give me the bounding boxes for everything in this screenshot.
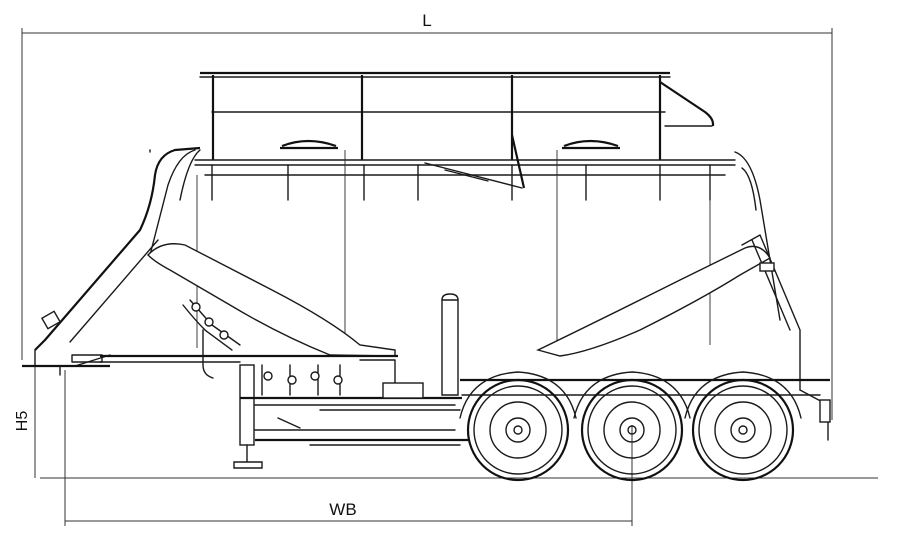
rear-discharge-cone <box>536 245 771 357</box>
handrail-rear-bend <box>659 81 715 126</box>
kingpin-bracket <box>40 310 62 330</box>
front-discharge-cone <box>147 243 396 357</box>
manhole-front <box>280 139 338 150</box>
wheel-axle-1 <box>459 371 577 482</box>
length-dimension: L <box>21 11 833 420</box>
landing-leg <box>233 364 263 469</box>
rear-frame <box>460 378 831 441</box>
tank-body <box>147 149 801 391</box>
hatch-lever <box>424 162 523 189</box>
length-label: L <box>422 11 431 30</box>
height-dimension: H5 <box>14 365 60 478</box>
wheel-axle-2 <box>573 371 691 482</box>
chassis <box>240 359 470 446</box>
discharge-pipe <box>441 293 459 396</box>
landing-leg-foot <box>233 461 263 469</box>
manhole-rear <box>562 139 620 150</box>
gooseneck <box>22 146 398 376</box>
toolbox <box>382 382 424 399</box>
wheelbase-label: WB <box>329 500 356 519</box>
top-handrail <box>199 71 715 160</box>
wheel-axle-3 <box>684 371 802 482</box>
walkway <box>194 134 736 201</box>
piping-front <box>182 299 241 379</box>
tail-light <box>819 399 831 423</box>
wheelbase-dimension: WB <box>64 370 633 526</box>
height-label: H5 <box>14 411 31 432</box>
